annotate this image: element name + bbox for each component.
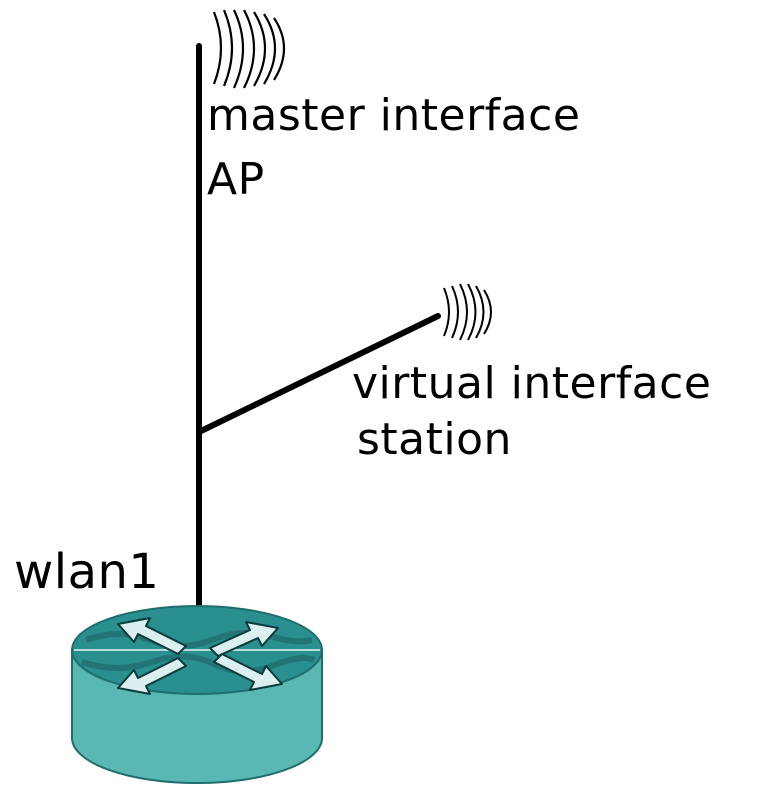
virtual-interface-label: virtual interface bbox=[352, 358, 712, 409]
master-interface-label: master interface bbox=[207, 90, 581, 141]
wireless-signal-icon bbox=[443, 283, 492, 341]
wlan-label: wlan1 bbox=[14, 544, 160, 600]
router-top-band bbox=[81, 653, 316, 675]
ap-label: AP bbox=[207, 154, 265, 205]
router-icon bbox=[71, 605, 323, 784]
router-arrows bbox=[117, 617, 283, 695]
virtual-interface-branch bbox=[196, 313, 441, 435]
wireless-signal-icon bbox=[212, 9, 285, 89]
station-label: station bbox=[357, 414, 512, 465]
